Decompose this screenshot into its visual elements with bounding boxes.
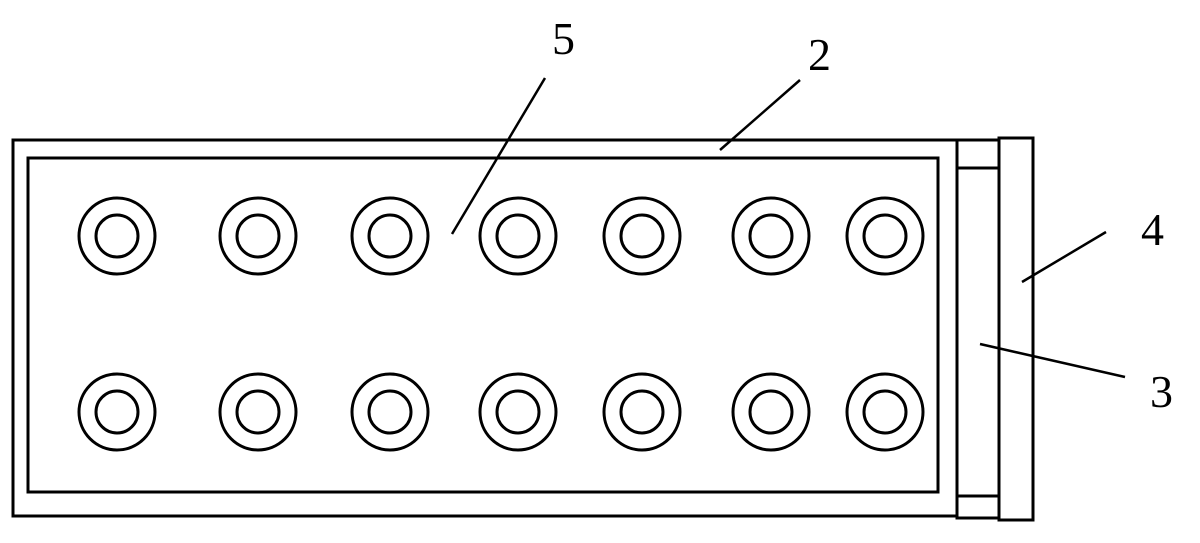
hole — [77, 372, 157, 452]
hole-inner-ring — [94, 213, 140, 259]
hole-outer-ring — [731, 196, 811, 276]
hole-inner-ring — [862, 389, 908, 435]
side-rail-part-3 — [955, 138, 1001, 520]
hole-inner-ring — [495, 389, 541, 435]
callout-2: 2 — [808, 29, 831, 80]
hole-outer-ring — [350, 372, 430, 452]
hole-inner-ring — [748, 389, 794, 435]
hole — [731, 196, 811, 276]
outer-frame — [11, 138, 959, 518]
hole-outer-ring — [77, 372, 157, 452]
hole-inner-ring — [367, 213, 413, 259]
hole-outer-ring — [218, 196, 298, 276]
hole-outer-ring — [77, 196, 157, 276]
hole — [218, 372, 298, 452]
end-plate-part-4 — [997, 136, 1035, 522]
hole-outer-ring — [845, 196, 925, 276]
hole-outer-ring — [731, 372, 811, 452]
leader-line-2 — [719, 79, 801, 151]
leader-line-5 — [450, 77, 547, 235]
leader-line-3 — [979, 342, 1126, 379]
hole — [602, 196, 682, 276]
hole — [218, 196, 298, 276]
hole-inner-ring — [862, 213, 908, 259]
hole-inner-ring — [367, 389, 413, 435]
inner-frame — [26, 156, 940, 494]
hole — [478, 372, 558, 452]
callout-5: 5 — [552, 13, 575, 64]
hole-inner-ring — [619, 389, 665, 435]
hole-outer-ring — [478, 196, 558, 276]
hole-outer-ring — [602, 372, 682, 452]
hole-outer-ring — [478, 372, 558, 452]
hole-outer-ring — [602, 196, 682, 276]
hole — [845, 196, 925, 276]
rail — [955, 138, 1001, 520]
body-part-2 — [11, 138, 959, 518]
hole-outer-ring — [350, 196, 430, 276]
hole-inner-ring — [619, 213, 665, 259]
leader-lines — [450, 77, 1126, 379]
hole-outer-ring — [218, 372, 298, 452]
hole — [602, 372, 682, 452]
hole — [478, 196, 558, 276]
hole-inner-ring — [94, 389, 140, 435]
hole — [731, 372, 811, 452]
leader-line-4 — [1021, 230, 1107, 284]
hole-inner-ring — [235, 389, 281, 435]
hole-inner-ring — [748, 213, 794, 259]
callout-3: 3 — [1150, 366, 1173, 417]
callout-4: 4 — [1141, 204, 1164, 255]
hole — [350, 196, 430, 276]
hole — [350, 372, 430, 452]
hole — [845, 372, 925, 452]
hole-array-part-5 — [77, 196, 925, 452]
hole-inner-ring — [235, 213, 281, 259]
hole-outer-ring — [845, 372, 925, 452]
hole — [77, 196, 157, 276]
hole-inner-ring — [495, 213, 541, 259]
